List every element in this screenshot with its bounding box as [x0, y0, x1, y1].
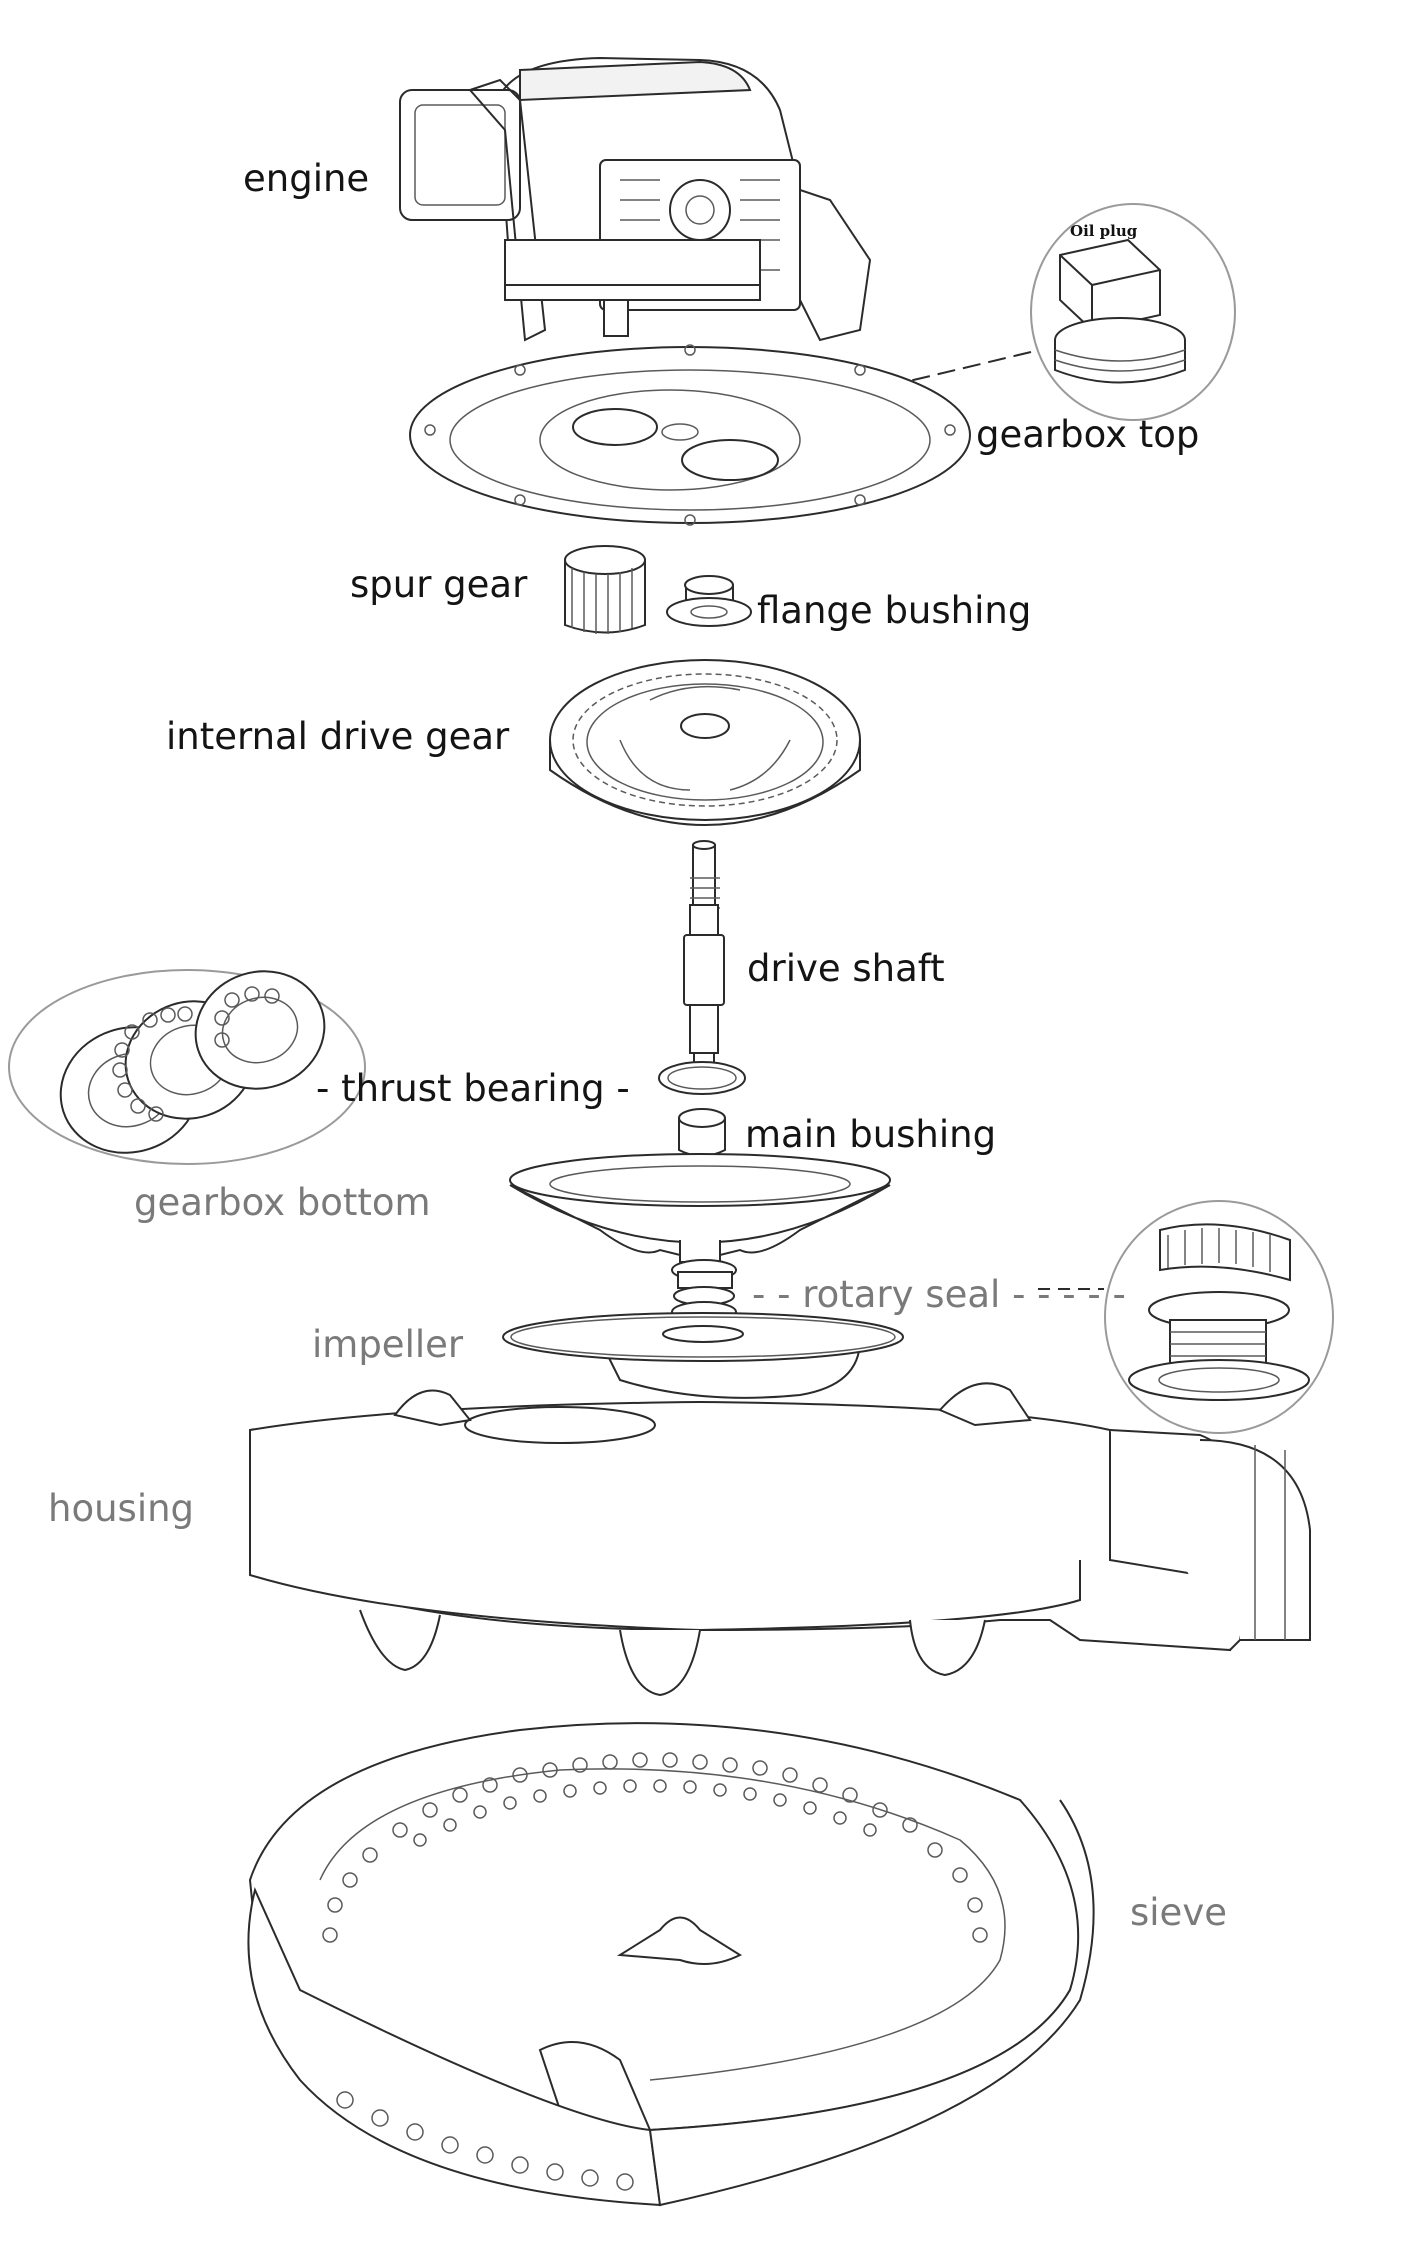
label-flange-bushing: flange bushing — [757, 589, 1032, 632]
gearbox-top-drawing — [409, 344, 971, 526]
drive-shaft-drawing — [683, 840, 725, 1074]
spur-gear-drawing — [564, 545, 646, 634]
label-drive-shaft: drive shaft — [747, 947, 945, 990]
label-housing: housing — [48, 1487, 195, 1530]
sieve-drawing — [247, 1722, 1095, 2207]
label-sieve: sieve — [1130, 1891, 1227, 1934]
engine-drawing — [399, 56, 872, 342]
oil-plug-callout-circle — [1030, 203, 1236, 421]
main-bushing-drawing — [678, 1108, 726, 1157]
label-main-bushing: main bushing — [745, 1113, 997, 1156]
label-gearbox-bottom: gearbox bottom — [134, 1181, 431, 1224]
rotary-seal-callout-circle — [1104, 1200, 1334, 1434]
thrust-bearing-detail-drawing — [59, 970, 326, 1154]
gearbox-bottom-drawing — [509, 1153, 891, 1263]
label-spur-gear: spur gear — [350, 563, 528, 606]
label-engine: engine — [243, 157, 370, 200]
oil-plug-drawing — [1054, 238, 1186, 384]
housing-drawing — [249, 1382, 1311, 1697]
label-rotary-seal: - - rotary seal - - - - - — [752, 1273, 1126, 1316]
impeller-drawing — [502, 1312, 904, 1399]
thrust-bearing-callout-circle — [8, 969, 366, 1165]
label-thrust-bearing: - thrust bearing - — [316, 1067, 630, 1110]
thrust-bearing-drawing — [658, 1061, 746, 1095]
label-oil-plug: Oil plug — [1070, 222, 1138, 240]
label-gearbox-top: gearbox top — [976, 413, 1200, 456]
flange-bushing-drawing — [666, 575, 752, 627]
rotary-seal-detail-drawing — [1128, 1223, 1310, 1401]
label-internal-drive-gear: internal drive gear — [166, 715, 510, 758]
internal-drive-gear-drawing — [549, 659, 861, 826]
label-impeller: impeller — [312, 1323, 464, 1366]
